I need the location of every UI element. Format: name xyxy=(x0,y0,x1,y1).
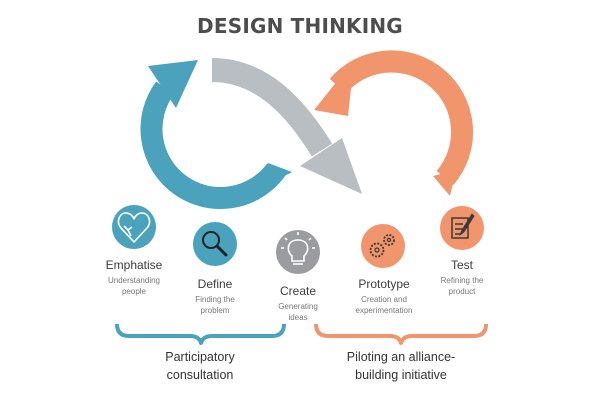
stage-name: Prototype xyxy=(358,277,410,291)
grey-crossing-arrow-body xyxy=(211,58,333,157)
stage-name: Define xyxy=(197,277,233,291)
group-participatory: Participatory consultation xyxy=(130,348,270,384)
stage-test: Test Refining the product xyxy=(414,258,510,297)
stage-create: Create Generating ideas xyxy=(250,284,346,323)
stage-desc-line1: Understanding xyxy=(107,276,161,285)
stage-desc-line1: Creation and xyxy=(361,295,407,304)
stage-desc-line2: ideas xyxy=(288,313,308,322)
stage-prototype: Prototype Creation and experimentation xyxy=(336,277,432,316)
orange-loop-arc xyxy=(329,50,474,186)
magnifier-icon xyxy=(202,231,228,257)
heart-hand-icon xyxy=(117,212,151,243)
test-icon-circle xyxy=(440,206,484,250)
stage-desc-line2: experimentation xyxy=(355,306,413,315)
stage-desc-line2: people xyxy=(121,287,147,296)
notepad-pencil-icon xyxy=(451,213,475,239)
orange-loop-tail xyxy=(433,170,456,196)
prototype-icon-circle xyxy=(361,224,405,268)
gears-icon xyxy=(369,234,395,258)
stage-name: Create xyxy=(279,284,317,298)
stage-define: Define Finding the problem xyxy=(167,277,263,316)
stage-desc-line2: product xyxy=(448,287,476,296)
group-line1: Piloting an alliance- xyxy=(346,350,456,364)
group-line1: Participatory xyxy=(165,350,235,364)
emphatise-icon-circle xyxy=(112,205,156,249)
group-line2: consultation xyxy=(166,368,234,382)
orange-loop-arrowhead xyxy=(314,60,354,116)
stage-desc-line1: Generating xyxy=(278,302,318,311)
stage-emphatise: Emphatise Understanding people xyxy=(86,258,182,297)
teal-loop-arc xyxy=(140,81,285,209)
grey-crossing-arrowhead xyxy=(300,138,362,194)
teal-loop-arrowhead xyxy=(148,60,198,108)
create-icon-circle xyxy=(276,230,320,274)
teal-loop-tail xyxy=(268,163,292,184)
stage-name: Emphatise xyxy=(105,258,163,272)
diagram-title: DESIGN THINKING xyxy=(197,14,403,38)
group-line2: building initiative xyxy=(355,368,447,382)
lightbulb-icon xyxy=(281,232,315,265)
participatory-brace xyxy=(115,323,286,345)
define-icon-circle xyxy=(193,222,237,266)
stage-desc-line1: Finding the xyxy=(195,295,235,304)
stage-name: Test xyxy=(450,258,473,272)
piloting-brace xyxy=(314,323,488,345)
stage-desc-line1: Refining the xyxy=(440,276,484,285)
stage-desc-line2: problem xyxy=(200,306,230,315)
group-piloting: Piloting an alliance- building initiativ… xyxy=(318,348,484,384)
